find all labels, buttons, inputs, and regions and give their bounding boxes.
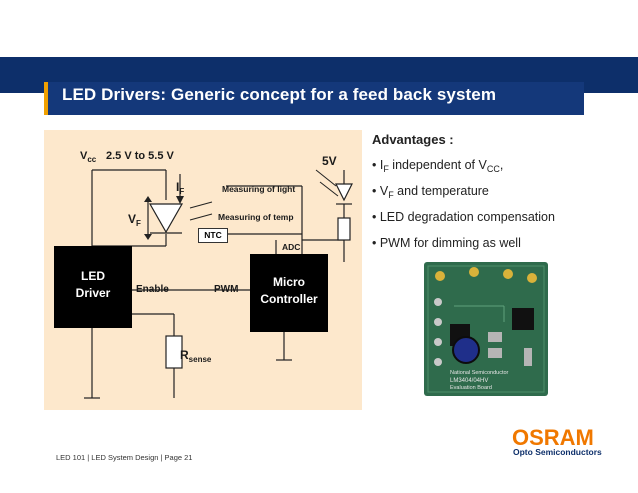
measuring-light-label: Measuring of light — [222, 184, 296, 194]
circuit-diagram: Vcc 2.5 V to 5.5 V 5V IF VF Measuring of… — [44, 130, 362, 410]
vcc-label: Vcc — [80, 150, 97, 164]
advantage-item: • VF and temperature — [372, 184, 489, 200]
adc-label: ADC — [282, 242, 301, 252]
if-label: IF — [176, 180, 185, 196]
rsense-resistor — [165, 335, 183, 369]
evaluation-board-photo: National Semiconductor LM3404/04HV Evalu… — [424, 262, 548, 396]
slide-footer: LED 101 | LED System Design | Page 21 — [56, 453, 193, 462]
board-caption-2: LM3404/04HV — [450, 378, 488, 384]
photodiode-symbol — [335, 183, 353, 202]
board-caption-1: National Semiconductor — [450, 370, 509, 376]
osram-logo: OSRAM — [512, 425, 594, 450]
vcc-range-label: 2.5 V to 5.5 V — [106, 150, 174, 162]
advantages-list: • IF independent of VCC, • VF and temper… — [372, 155, 555, 259]
slide-title: LED Drivers: Generic concept for a feed … — [62, 85, 497, 104]
vf-label: VF — [128, 212, 141, 228]
advantages-heading: Advantages : — [372, 132, 454, 147]
rsense-label: Rsense — [180, 348, 212, 364]
board-caption-3: Evaluation Board — [450, 385, 492, 391]
ntc-label: NTC — [198, 228, 228, 243]
enable-label: Enable — [136, 284, 169, 295]
micro-controller-block: Micro Controller — [250, 254, 328, 332]
led-driver-block: LED Driver — [54, 246, 132, 328]
title-band — [44, 82, 584, 115]
osram-logo-subtitle: Opto Semiconductors — [513, 447, 602, 457]
advantage-item: • LED degradation compensation — [372, 210, 555, 224]
advantage-item: • IF independent of VCC, — [372, 158, 504, 174]
five-volt-label: 5V — [322, 154, 337, 168]
advantage-item: • PWM for dimming as well — [372, 236, 521, 250]
pwm-label: PWM — [214, 284, 239, 295]
measuring-temp-label: Measuring of temp — [218, 212, 294, 222]
led-symbol — [148, 203, 184, 234]
